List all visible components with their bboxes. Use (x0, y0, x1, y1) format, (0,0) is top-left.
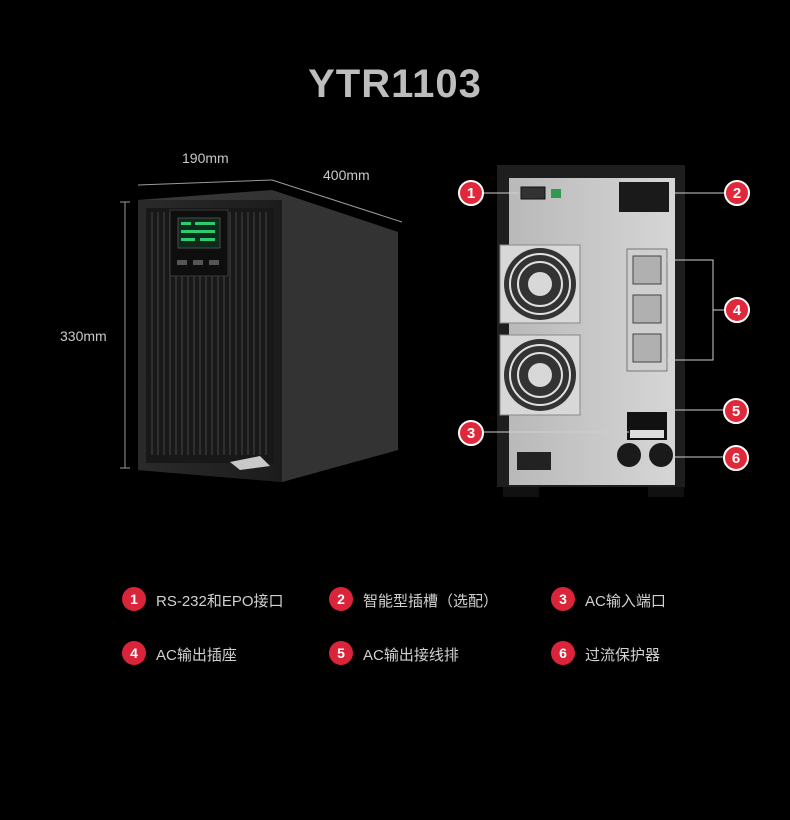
ac-input-port (517, 452, 551, 470)
callout-badge-3: 3 (458, 420, 484, 446)
cooling-fan-top (499, 244, 581, 324)
ac-input-breaker (617, 443, 641, 467)
legend-text-4: AC输出插座 (156, 647, 237, 664)
height-dimension-label: 330mm (60, 328, 107, 344)
callout-badge-4: 4 (724, 297, 750, 323)
brand-logo-mark (230, 456, 270, 470)
callout-badge-6: 6 (723, 445, 749, 471)
legend-badge-2: 2 (329, 587, 353, 611)
callout-badge-2: 2 (724, 180, 750, 206)
ups-front-view (138, 190, 398, 482)
overcurrent-protector (649, 443, 673, 467)
ac-output-sockets (626, 248, 668, 372)
depth-dimension-label: 400mm (323, 167, 370, 183)
callout-lines (484, 192, 724, 458)
dimension-lines (120, 179, 403, 469)
legend-text-5: AC输出接线排 (363, 647, 459, 664)
legend-text-6: 过流保护器 (585, 647, 661, 664)
callout-badge-1: 1 (458, 180, 484, 206)
legend-badge-1: 1 (122, 587, 146, 611)
product-title: YTR1103 (308, 62, 482, 106)
legend-text-1: RS-232和EPO接口 (156, 593, 284, 610)
epo-port (551, 189, 561, 198)
rs232-port (520, 186, 546, 200)
legend-badge-4: 4 (122, 641, 146, 665)
smart-slot (619, 182, 669, 212)
callout-badge-5: 5 (723, 398, 749, 424)
legend-text-2: 智能型插槽（选配） (363, 593, 499, 610)
legend-badge-3: 3 (551, 587, 575, 611)
width-dimension-label: 190mm (182, 150, 229, 166)
legend-text-3: AC输入端口 (585, 593, 666, 610)
legend-badge-5: 5 (329, 641, 353, 665)
legend-badge-6: 6 (551, 641, 575, 665)
ups-rear-view (497, 165, 685, 497)
cooling-fan-bottom (499, 334, 581, 416)
